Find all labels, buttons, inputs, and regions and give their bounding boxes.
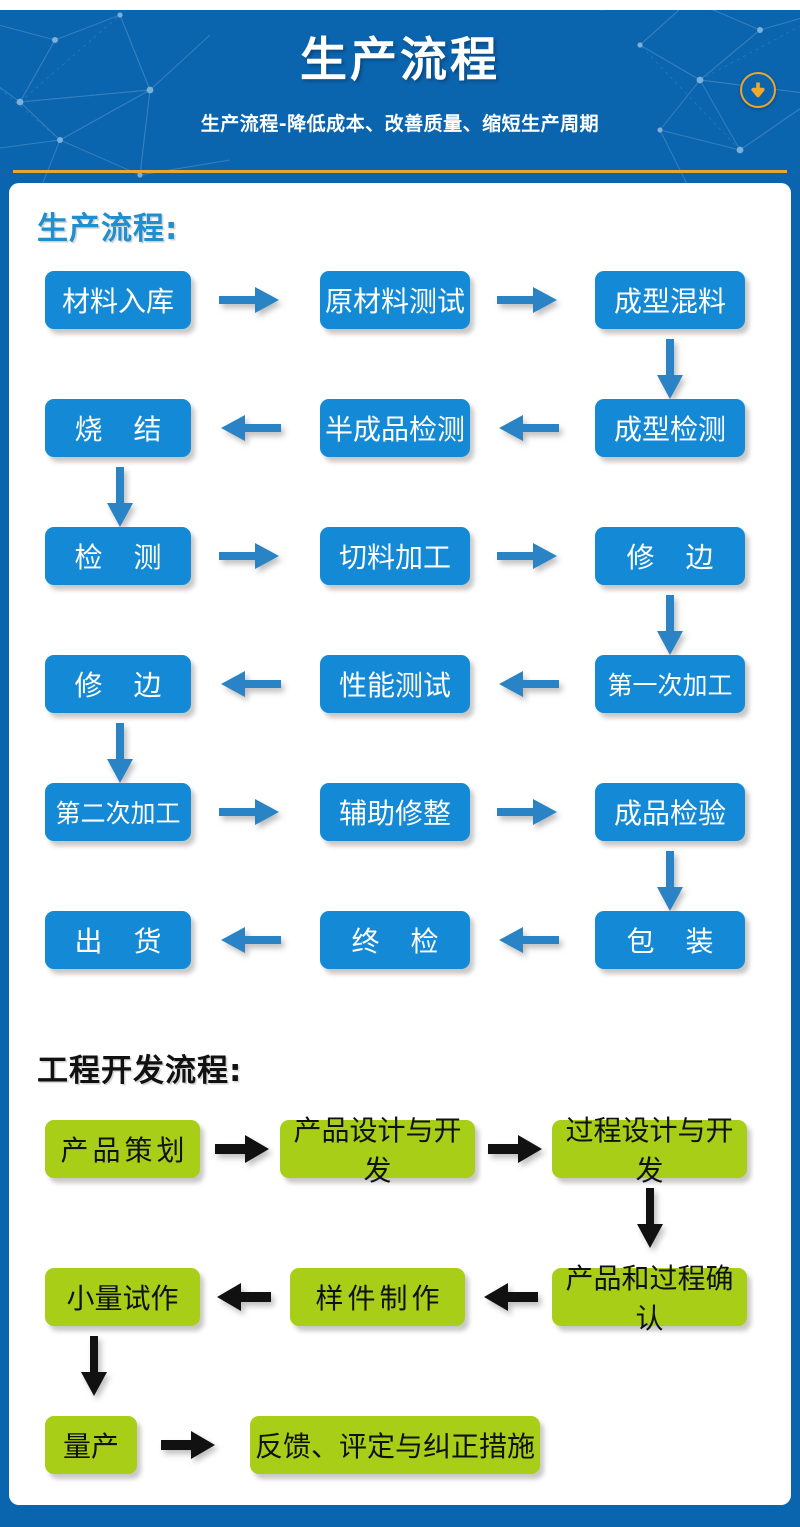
arrow-down-icon (635, 1188, 665, 1250)
arrow-left-icon (219, 925, 281, 955)
page-subtitle: 生产流程-降低成本、改善质量、缩短生产周期 (200, 112, 600, 135)
node-inspection[interactable]: 检 测 (45, 527, 191, 585)
node-sample-making[interactable]: 样件制作 (290, 1268, 465, 1326)
arrow-left-icon (497, 925, 559, 955)
node-forming-mixture[interactable]: 成型混料 (595, 271, 745, 329)
node-packaging[interactable]: 包 装 (595, 911, 745, 969)
section-title-production: 生产流程: (37, 211, 179, 247)
arrow-down-icon (655, 595, 685, 657)
node-product-planning[interactable]: 产品策划 (45, 1120, 200, 1178)
node-sintering[interactable]: 烧 结 (45, 399, 191, 457)
arrow-right-icon (497, 797, 559, 827)
header-accent-rule (13, 170, 787, 173)
node-material-warehousing[interactable]: 材料入库 (45, 271, 191, 329)
node-finished-product-inspection[interactable]: 成品检验 (595, 783, 745, 841)
node-feedback-assessment-corrective-action[interactable]: 反馈、评定与纠正措施 (250, 1416, 540, 1474)
arrow-down-icon (655, 339, 685, 401)
node-product-process-confirmation[interactable]: 产品和过程确认 (552, 1262, 747, 1335)
top-white-strip (0, 0, 800, 10)
node-first-processing[interactable]: 第一次加工 (595, 655, 745, 713)
arrow-down-icon (655, 851, 685, 913)
content-card: 生产流程: 材料入库 原材料测试 成型混料 烧 结 半成品检测 成型检测 检 测 (9, 183, 791, 1505)
node-auxiliary-finishing[interactable]: 辅助修整 (320, 783, 470, 841)
arrow-right-icon (215, 1134, 271, 1164)
node-process-design-development[interactable]: 过程设计与开发 (552, 1114, 747, 1187)
node-shipment[interactable]: 出 货 (45, 911, 191, 969)
arrow-right-icon (488, 1134, 544, 1164)
section-title-engineering: 工程开发流程: (37, 1053, 243, 1089)
page-title: 生产流程 (300, 33, 500, 88)
arrow-down-icon (105, 723, 135, 785)
arrow-right-icon (219, 541, 281, 571)
node-trimming-1[interactable]: 修 边 (595, 527, 745, 585)
node-trimming-2[interactable]: 修 边 (45, 655, 191, 713)
arrow-right-icon (219, 797, 281, 827)
arrow-left-icon (497, 669, 559, 699)
node-semifinished-inspection[interactable]: 半成品检测 (320, 399, 470, 457)
arrow-left-icon (482, 1282, 538, 1312)
arrow-left-icon (497, 413, 559, 443)
arrow-down-icon (79, 1336, 109, 1398)
node-cutting-processing[interactable]: 切料加工 (320, 527, 470, 585)
arrow-left-icon (219, 669, 281, 699)
node-forming-inspection[interactable]: 成型检测 (595, 399, 745, 457)
arrow-down-icon (105, 467, 135, 529)
arrow-left-icon (215, 1282, 271, 1312)
page-header: 生产流程 生产流程-降低成本、改善质量、缩短生产周期 (0, 10, 800, 183)
node-mass-production[interactable]: 量产 (45, 1416, 137, 1474)
arrow-right-icon (161, 1430, 217, 1460)
arrow-right-icon (497, 285, 559, 315)
arrow-right-icon (219, 285, 281, 315)
node-product-design-development[interactable]: 产品设计与开发 (280, 1114, 475, 1187)
node-second-processing[interactable]: 第二次加工 (45, 783, 191, 841)
node-final-inspection[interactable]: 终 检 (320, 911, 470, 969)
arrow-right-icon (497, 541, 559, 571)
node-raw-material-test[interactable]: 原材料测试 (320, 271, 470, 329)
node-performance-test[interactable]: 性能测试 (320, 655, 470, 713)
arrow-left-icon (219, 413, 281, 443)
node-small-batch-trial[interactable]: 小量试作 (45, 1268, 200, 1326)
download-arrow-circle-icon[interactable] (740, 72, 776, 108)
